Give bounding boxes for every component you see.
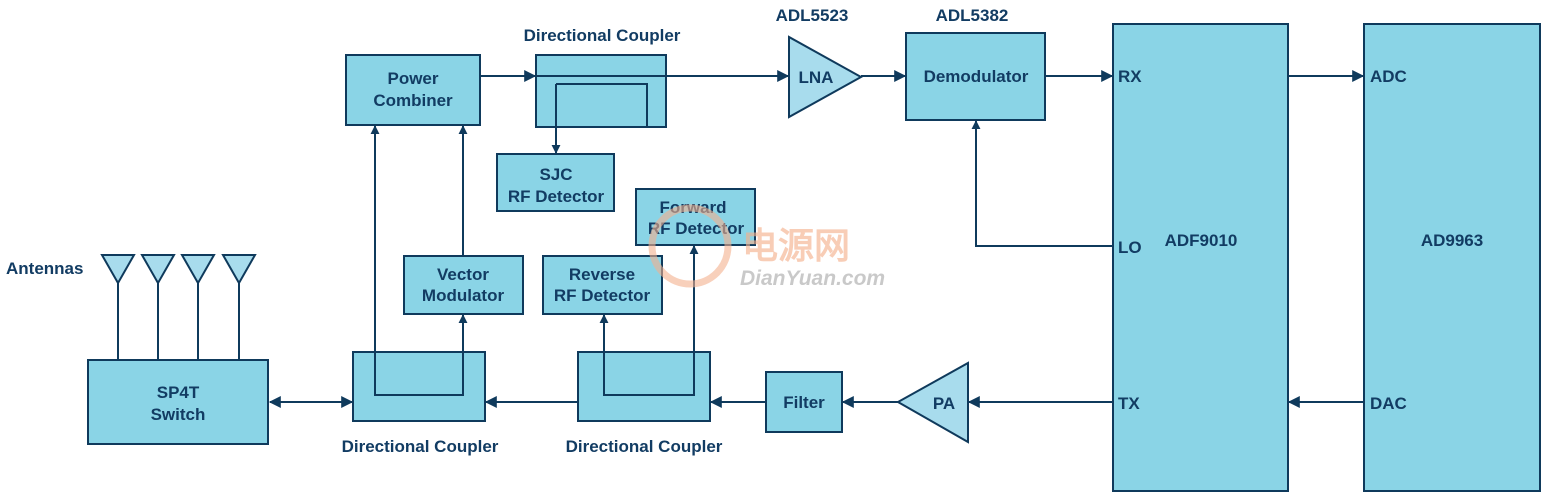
adf9010-label: ADF9010 <box>1165 231 1238 250</box>
adf9010-block <box>1112 23 1289 492</box>
reverse-detector-label-line1: Reverse <box>569 265 635 284</box>
demodulator-block <box>905 32 1046 121</box>
reverse-detector-label-line2: RF Detector <box>554 286 651 305</box>
bottom-right-coupler-coupled-line <box>603 246 695 396</box>
reverse-rf-detector-block <box>542 255 663 315</box>
antenna-icon <box>100 254 136 286</box>
rx-port-label: RX <box>1118 67 1142 86</box>
adl5523-label: ADL5523 <box>776 6 849 25</box>
sjc-detector-label-line1: SJC <box>539 165 572 184</box>
top-coupler-label: Directional Coupler <box>524 26 681 45</box>
vector-modulator-label-line2: Modulator <box>422 286 505 305</box>
antenna-icon <box>221 254 257 286</box>
sjc-rf-detector-block <box>496 153 615 212</box>
bottom-right-coupler-label: Directional Coupler <box>566 437 723 456</box>
ad9963-label: AD9963 <box>1421 231 1483 250</box>
adl5382-label: ADL5382 <box>936 6 1009 25</box>
forward-rf-detector-block <box>635 188 756 246</box>
top-directional-coupler-block <box>535 54 667 128</box>
lo-port-label: LO <box>1118 238 1142 257</box>
arrow-lo-to-demodulator <box>971 120 1113 247</box>
vector-modulator-label-line1: Vector <box>437 265 489 284</box>
watermark: 电源网 DianYuan.com <box>648 204 885 290</box>
power-combiner-block <box>345 54 481 126</box>
top-coupler-coupled-line <box>556 83 648 127</box>
bottom-left-directional-coupler-block <box>352 351 486 422</box>
filter-block <box>765 371 843 433</box>
antenna-array <box>100 254 257 360</box>
bottom-right-directional-coupler-block <box>577 351 711 422</box>
dac-port-label: DAC <box>1370 394 1407 413</box>
watermark-en-text: DianYuan.com <box>740 267 885 290</box>
watermark-logo-icon <box>648 204 732 288</box>
power-combiner-label-line1: Power <box>387 69 438 88</box>
sp4t-switch-label-line1: SP4T <box>157 383 200 402</box>
bottom-left-coupler-coupled-line <box>374 126 464 396</box>
watermark-cn-text: 电源网 <box>742 225 850 266</box>
ad9963-block <box>1363 23 1541 492</box>
sp4t-switch-label-line2: Switch <box>151 405 206 424</box>
adc-port-label: ADC <box>1370 67 1407 86</box>
filter-label: Filter <box>783 393 825 412</box>
lna-label: LNA <box>799 68 834 87</box>
sp4t-switch-block <box>87 359 269 445</box>
sjc-detector-label-line2: RF Detector <box>508 187 605 206</box>
antenna-icon <box>140 254 176 286</box>
antennas-label: Antennas <box>6 259 83 278</box>
demodulator-label: Demodulator <box>924 67 1029 86</box>
pa-label: PA <box>933 394 955 413</box>
antenna-icon <box>180 254 216 286</box>
power-combiner-label-line2: Combiner <box>373 91 453 110</box>
bottom-left-coupler-label: Directional Coupler <box>342 437 499 456</box>
tx-port-label: TX <box>1118 394 1140 413</box>
